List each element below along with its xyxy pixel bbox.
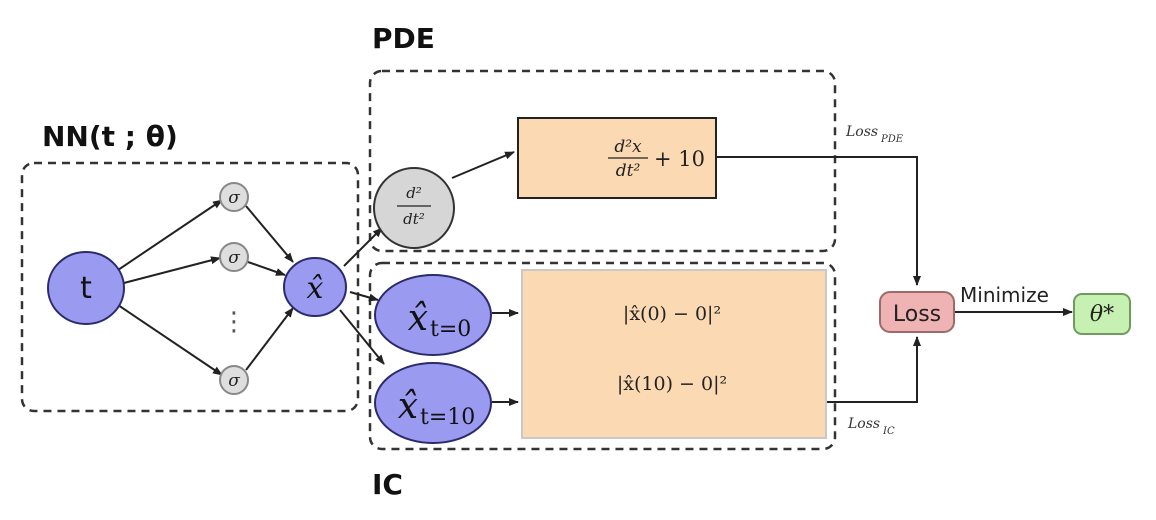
edge-pdebox-loss	[716, 156, 921, 286]
edge-d2-pdebox	[451, 151, 515, 179]
nn-group-box	[20, 161, 360, 413]
ic-node-t10-base: x̂	[398, 386, 418, 427]
pde-residual-rest: + 10	[654, 147, 705, 171]
edge-sigma2-xhat	[247, 261, 286, 276]
edge-t-sigma4	[117, 304, 223, 376]
ic-node-t10: x̂ t=10	[374, 362, 492, 444]
output-node-xhat: x̂	[283, 257, 347, 317]
edge-icbox-loss	[826, 336, 921, 403]
loss-pde-label-sub: PDE	[880, 134, 904, 145]
derivative-node: d² dt²	[373, 167, 455, 249]
nn-title: NN(t ; θ)	[42, 120, 178, 153]
ic-node-t10-sub: t=10	[420, 405, 475, 430]
sigma-ellipsis: ⋮	[221, 307, 247, 337]
edge-xhat-d2	[343, 227, 383, 267]
loss-ic-label-sub: IC	[882, 426, 895, 437]
theta-star-label: θ*	[1090, 302, 1114, 327]
pde-residual-denominator: dt²	[616, 161, 641, 181]
ic-node-t0: x̂ t=0	[374, 274, 492, 356]
pde-group-box	[368, 69, 837, 253]
sigma-node-3: σ	[219, 365, 249, 395]
loss-node: Loss	[879, 291, 955, 333]
output-node-xhat-label: x̂	[307, 271, 324, 306]
ic-expr-t10: |x̂(10) − 0|²	[617, 373, 727, 395]
derivative-denominator: dt²	[403, 210, 425, 228]
edge-xhat-ic0	[349, 291, 379, 302]
edge-t-sigma1	[117, 199, 223, 271]
ic-group-box	[368, 261, 837, 451]
ic-expr-t0: |x̂(0) − 0|²	[623, 303, 721, 325]
sigma-node-3-label: σ	[228, 371, 240, 391]
sigma-node-2: σ	[219, 242, 249, 272]
ic-node-t0-base: x̂	[408, 298, 428, 339]
input-node-label: t	[80, 271, 92, 306]
edge-sigma1-xhat	[245, 205, 294, 263]
loss-node-label: Loss	[893, 302, 941, 327]
ic-node-t0-sub: t=0	[430, 317, 471, 342]
loss-pde-label-base: Loss	[845, 124, 878, 140]
derivative-numerator: d²	[406, 184, 422, 202]
pde-residual-box: d²x dt² + 10	[517, 117, 717, 199]
pde-residual-numerator: d²x	[614, 137, 642, 157]
edge-sigma4-xhat	[245, 307, 294, 371]
loss-ic-label-base: Loss	[847, 416, 880, 432]
ic-title: IC	[372, 468, 403, 501]
sigma-node-1-label: σ	[228, 188, 240, 208]
ic-loss-box: |x̂(0) − 0|² |x̂(10) − 0|²	[521, 269, 827, 439]
pde-title: PDE	[372, 22, 435, 55]
minimize-label: Minimize	[960, 283, 1049, 307]
edge-t-sigma2	[123, 256, 221, 284]
sigma-node-1: σ	[219, 182, 249, 212]
input-node-t: t	[47, 251, 125, 325]
theta-star-node: θ*	[1073, 293, 1131, 335]
edge-xhat-ic10	[339, 309, 385, 365]
sigma-node-2-label: σ	[228, 248, 240, 268]
